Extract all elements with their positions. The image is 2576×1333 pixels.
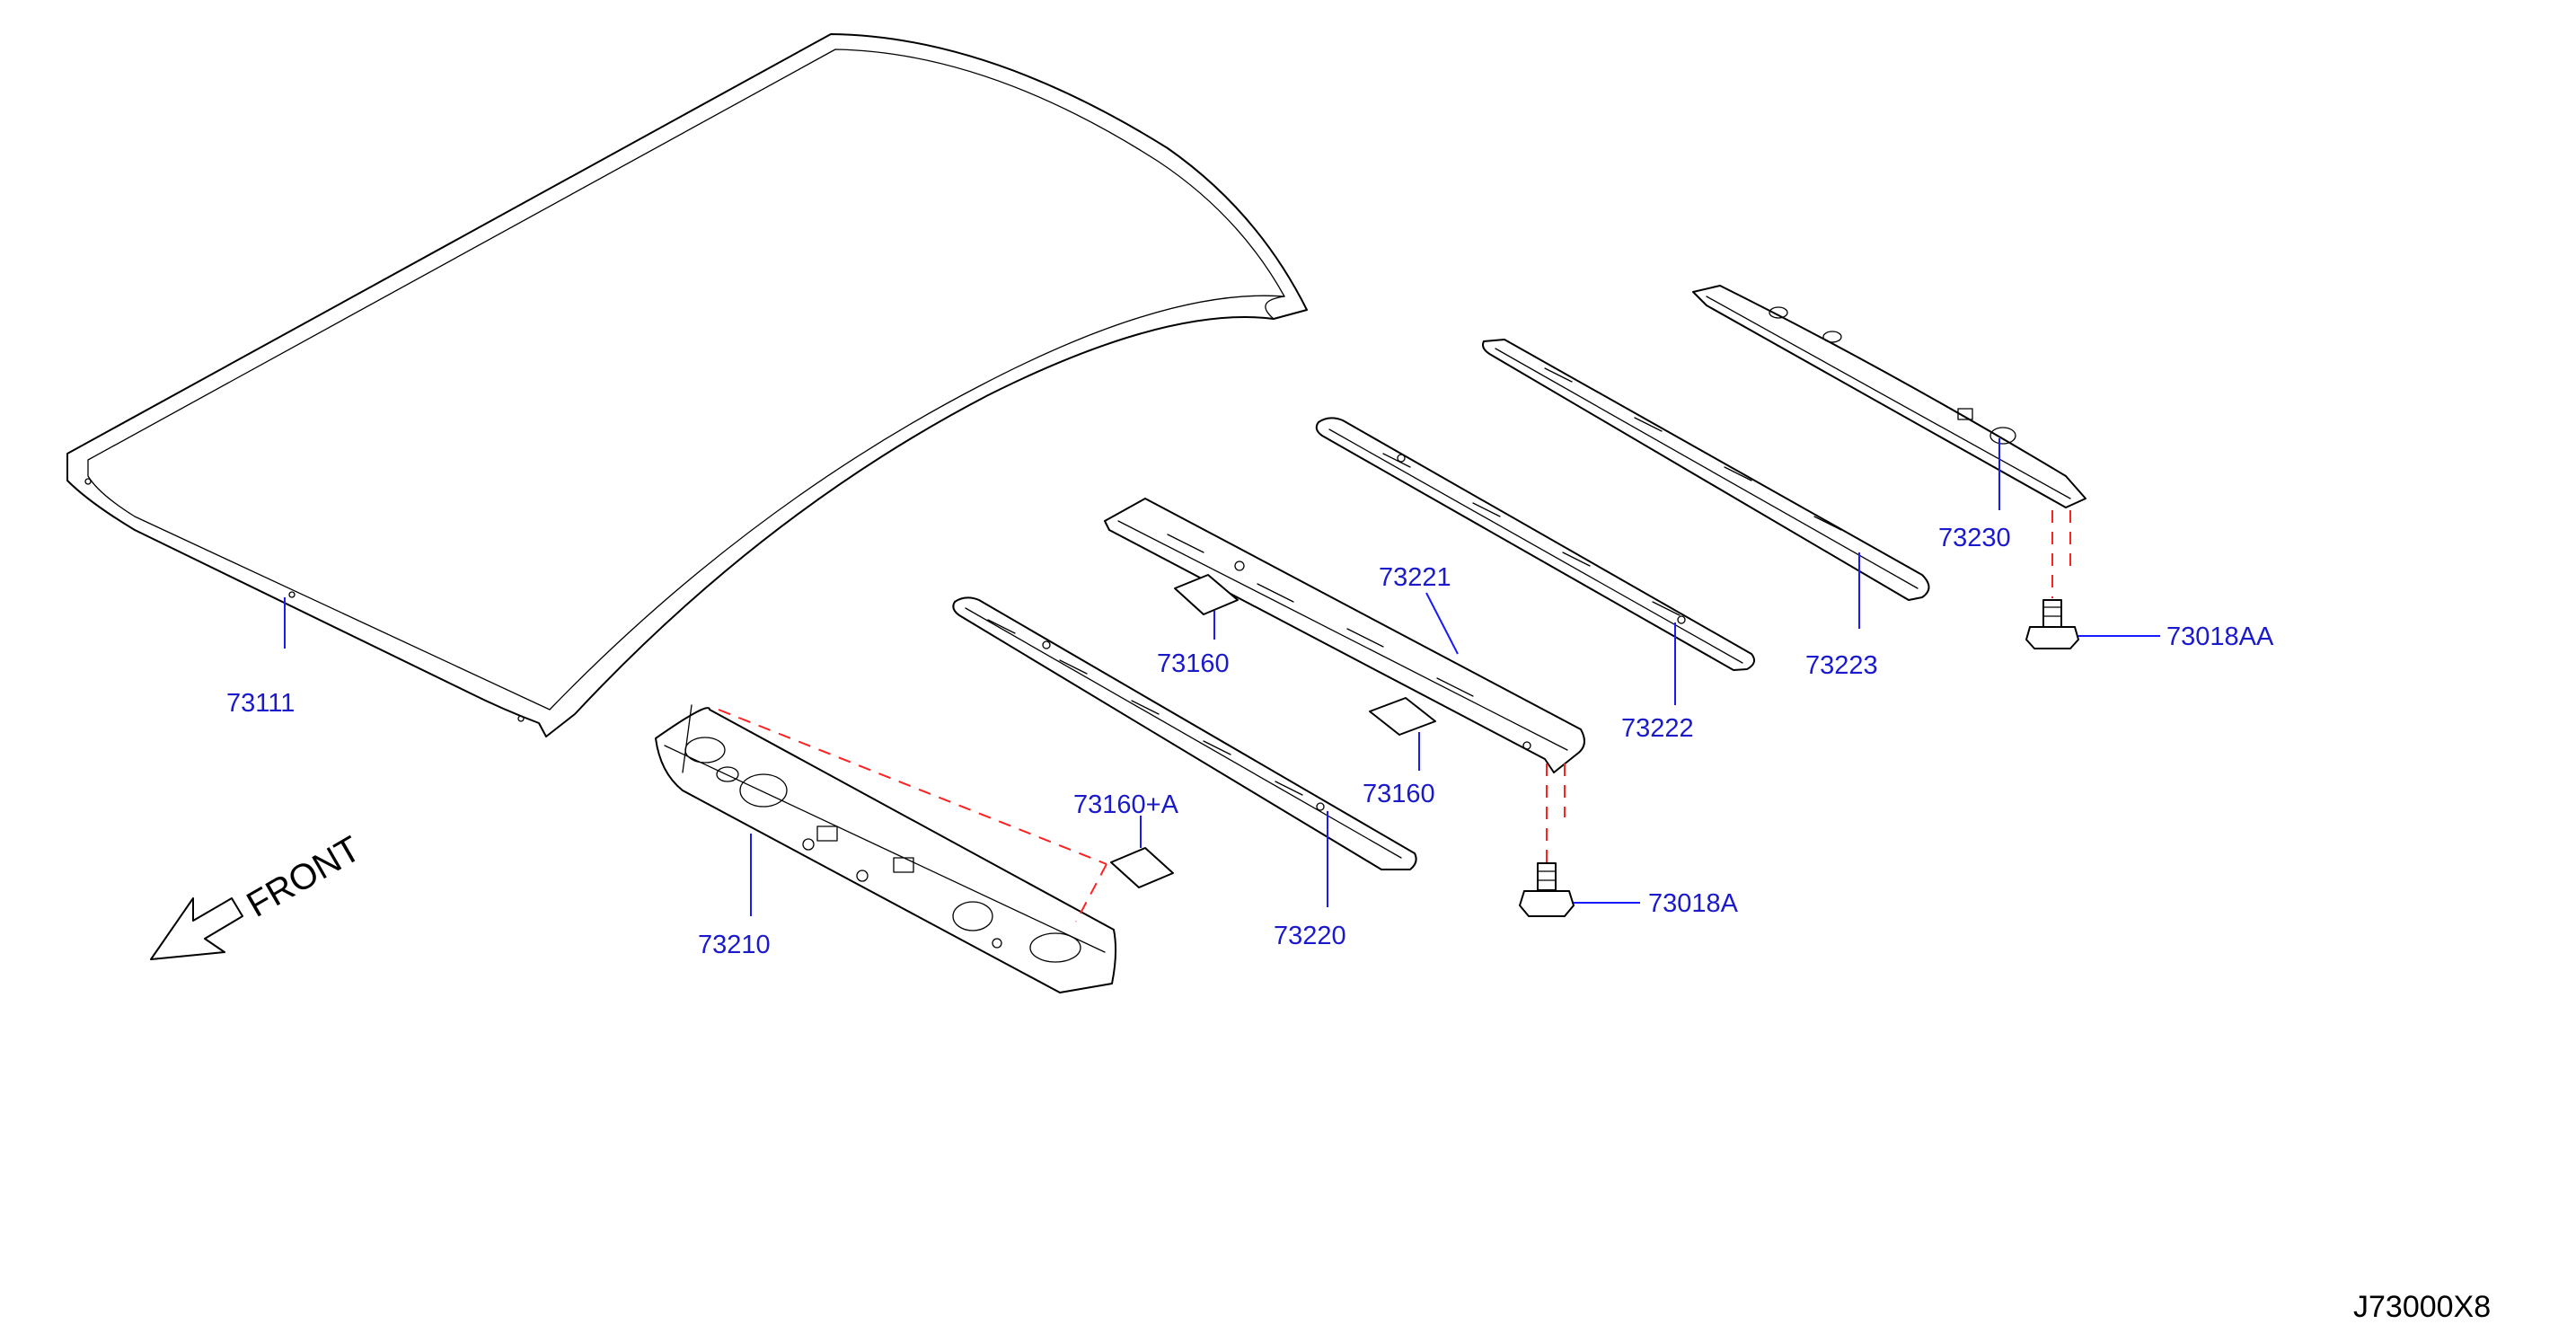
callout-73210: 73210 <box>698 931 771 959</box>
bolt-73018aa <box>2025 599 2079 649</box>
roof-bow-73221 <box>1104 498 1585 773</box>
callout-73160-c: 73160+A <box>1073 790 1179 819</box>
callout-73018aa: 73018AA <box>2166 622 2274 651</box>
roof-bow-73223 <box>1482 339 1930 601</box>
assembly-line-bolt-a <box>1546 764 1566 862</box>
assembly-line-front-rail-drop <box>1075 863 1107 923</box>
bolt-73018a <box>1519 862 1575 917</box>
callout-73160-a: 73160 <box>1157 649 1230 678</box>
assembly-line-bolt-aa <box>2051 510 2071 598</box>
callout-73111: 73111 <box>226 689 295 718</box>
callout-73221: 73221 <box>1379 563 1451 592</box>
leader-73221 <box>1425 592 1459 655</box>
front-arrow-icon <box>150 897 243 960</box>
front-rail-73210 <box>655 704 1117 993</box>
diagram-code: J73000X8 <box>2353 1290 2491 1324</box>
pad-73160-b <box>1369 697 1436 736</box>
rear-rail-73230 <box>1692 285 2086 508</box>
pad-73160-c <box>1110 847 1174 888</box>
pad-73160-a <box>1174 574 1239 615</box>
callout-73230: 73230 <box>1938 524 2011 552</box>
callout-73220: 73220 <box>1274 922 1346 950</box>
front-label: FRONT <box>241 829 367 925</box>
callout-73018a: 73018A <box>1648 889 1739 918</box>
assembly-line-front-rail <box>718 709 1107 865</box>
roof-bow-73222 <box>1315 417 1756 671</box>
callout-73222: 73222 <box>1621 714 1694 743</box>
roof-panel <box>66 33 1308 737</box>
front-direction-indicator: FRONT <box>150 829 367 960</box>
callout-73160-b: 73160 <box>1363 780 1435 808</box>
callout-73223: 73223 <box>1805 651 1878 680</box>
roof-bow-73220 <box>952 596 1417 870</box>
